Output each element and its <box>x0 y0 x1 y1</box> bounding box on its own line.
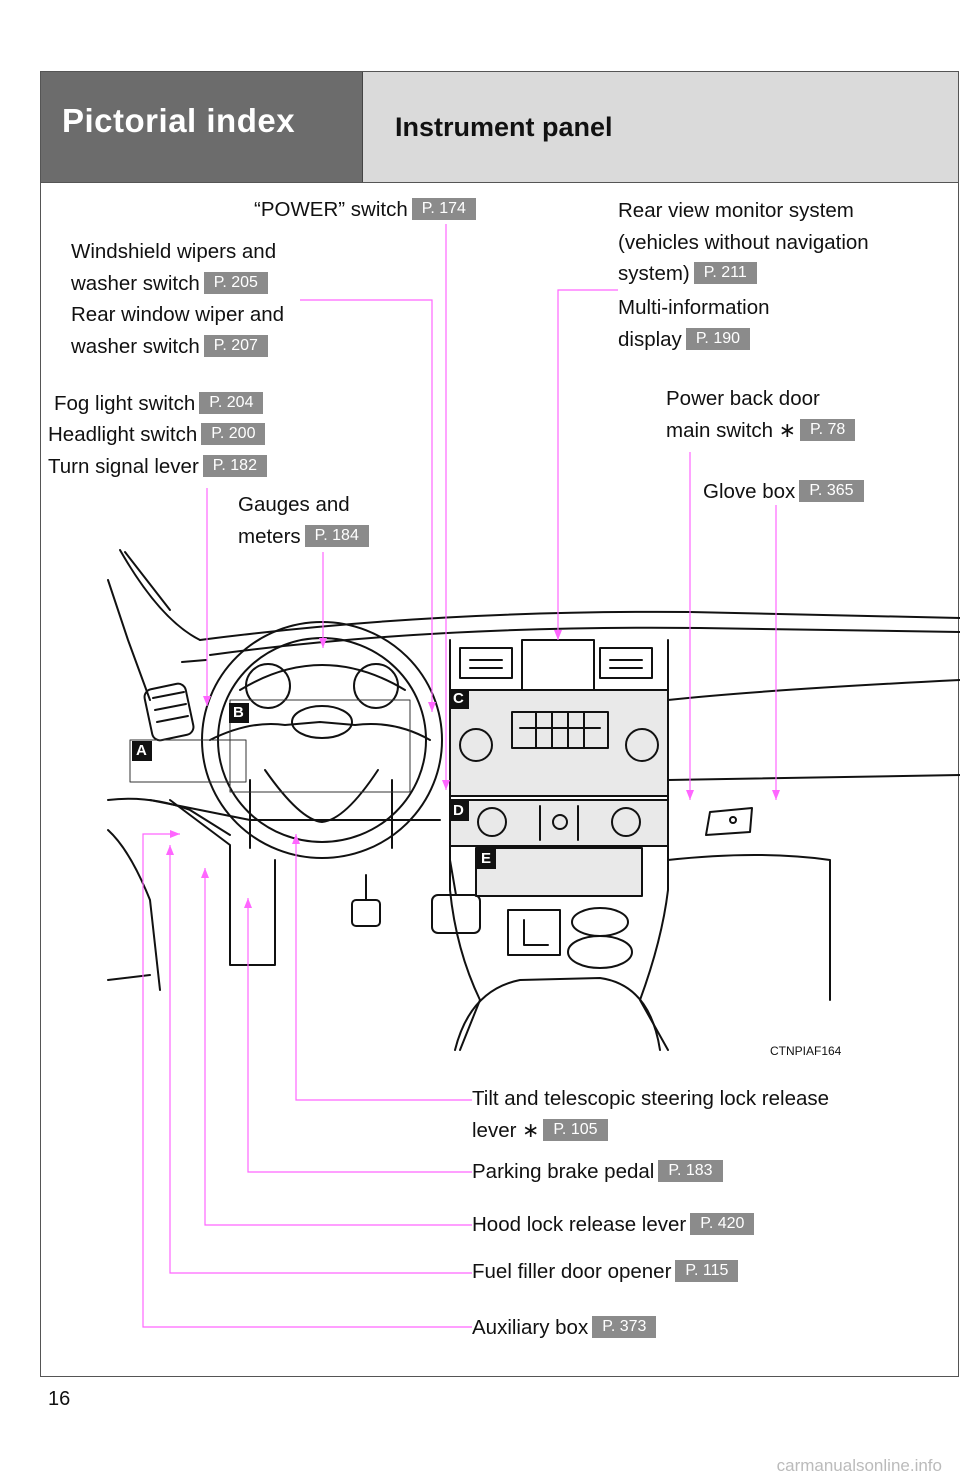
marker-a-label: A <box>136 742 147 759</box>
back-door-text: main switch ∗ <box>666 419 796 442</box>
marker-d <box>449 801 469 821</box>
multi-info-page-ref: P. 190 <box>685 327 751 350</box>
fog-light-page-ref: P. 204 <box>199 391 264 414</box>
multi-info-label-line1: Multi-information <box>618 296 770 319</box>
watermark: carmanualsonline.info <box>776 1456 942 1475</box>
page-frame <box>40 71 959 1377</box>
wipers-text: washer switch <box>71 272 200 295</box>
marker-c <box>449 689 469 709</box>
auxiliary-box-page-ref: P. 373 <box>592 1315 657 1338</box>
fuel-door-text: Fuel filler door opener <box>472 1260 672 1283</box>
back-door-label-line1: Power back door <box>666 387 820 410</box>
tilt-text: lever ∗ <box>472 1119 540 1142</box>
marker-e-label: E <box>481 850 492 867</box>
rear-wiper-label-line1: Rear window wiper and <box>71 303 285 326</box>
section-title: Pictorial index <box>62 102 296 139</box>
turn-signal-text: Turn signal lever <box>48 455 199 478</box>
gauges-page-ref: P. 184 <box>304 524 369 547</box>
header-divider <box>41 182 958 183</box>
gauges-text: meters <box>238 525 301 548</box>
page-number: 16 <box>48 1388 71 1410</box>
parking-brake-text: Parking brake pedal <box>472 1160 655 1183</box>
section-header <box>41 72 363 182</box>
hood-lock-text: Hood lock release lever <box>472 1213 687 1236</box>
multi-info-text: display <box>618 328 682 351</box>
glove-box-page-ref: P. 365 <box>799 479 864 502</box>
marker-b <box>229 703 249 723</box>
power-switch-text: “POWER” switch <box>254 198 408 221</box>
subsection-title: Instrument panel <box>395 112 613 142</box>
fuel-door-page-ref: P. 115 <box>675 1259 739 1282</box>
marker-c-label: C <box>453 690 464 707</box>
wipers-label-line1: Windshield wipers and <box>71 240 277 263</box>
fog-light-text: Fog light switch <box>54 392 196 415</box>
gauges-label-line1: Gauges and <box>238 493 350 516</box>
headlight-text: Headlight switch <box>48 423 198 446</box>
rear-wiper-page-ref: P. 207 <box>203 334 268 357</box>
turn-signal-page-ref: P. 182 <box>202 454 267 477</box>
parking-brake-page-ref: P. 183 <box>658 1159 723 1182</box>
subsection-header <box>363 72 958 182</box>
tilt-label-line1: Tilt and telescopic steering lock releas… <box>472 1087 830 1110</box>
tilt-page-ref: P. 105 <box>543 1118 608 1141</box>
rear-view-text: system) <box>618 262 690 285</box>
hood-lock-page-ref: P. 420 <box>690 1212 755 1235</box>
marker-b-label: B <box>233 704 244 721</box>
rear-wiper-text: washer switch <box>71 335 200 358</box>
tilt-label-line2: lever ∗P. 105 <box>472 1115 608 1147</box>
figure-code: CTNPIAF164 <box>770 1044 842 1058</box>
rear-view-page-ref: P. 211 <box>693 261 757 284</box>
wipers-page-ref: P. 205 <box>203 271 268 294</box>
headlight-page-ref: P. 200 <box>201 422 266 445</box>
rear-view-label-line1: Rear view monitor system <box>618 199 854 222</box>
auxiliary-box-text: Auxiliary box <box>472 1316 589 1339</box>
marker-d-label: D <box>453 802 464 819</box>
glove-box-text: Glove box <box>703 480 796 503</box>
power-switch-page-ref: P. 174 <box>411 197 476 220</box>
marker-e <box>476 849 496 869</box>
back-door-page-ref: P. 78 <box>799 418 856 441</box>
rear-view-label-line3: system)P. 211 <box>618 258 757 290</box>
rear-view-label-line2: (vehicles without navigation <box>618 231 869 254</box>
back-door-label-line2: main switch ∗P. 78 <box>666 415 856 447</box>
marker-a <box>132 741 152 761</box>
